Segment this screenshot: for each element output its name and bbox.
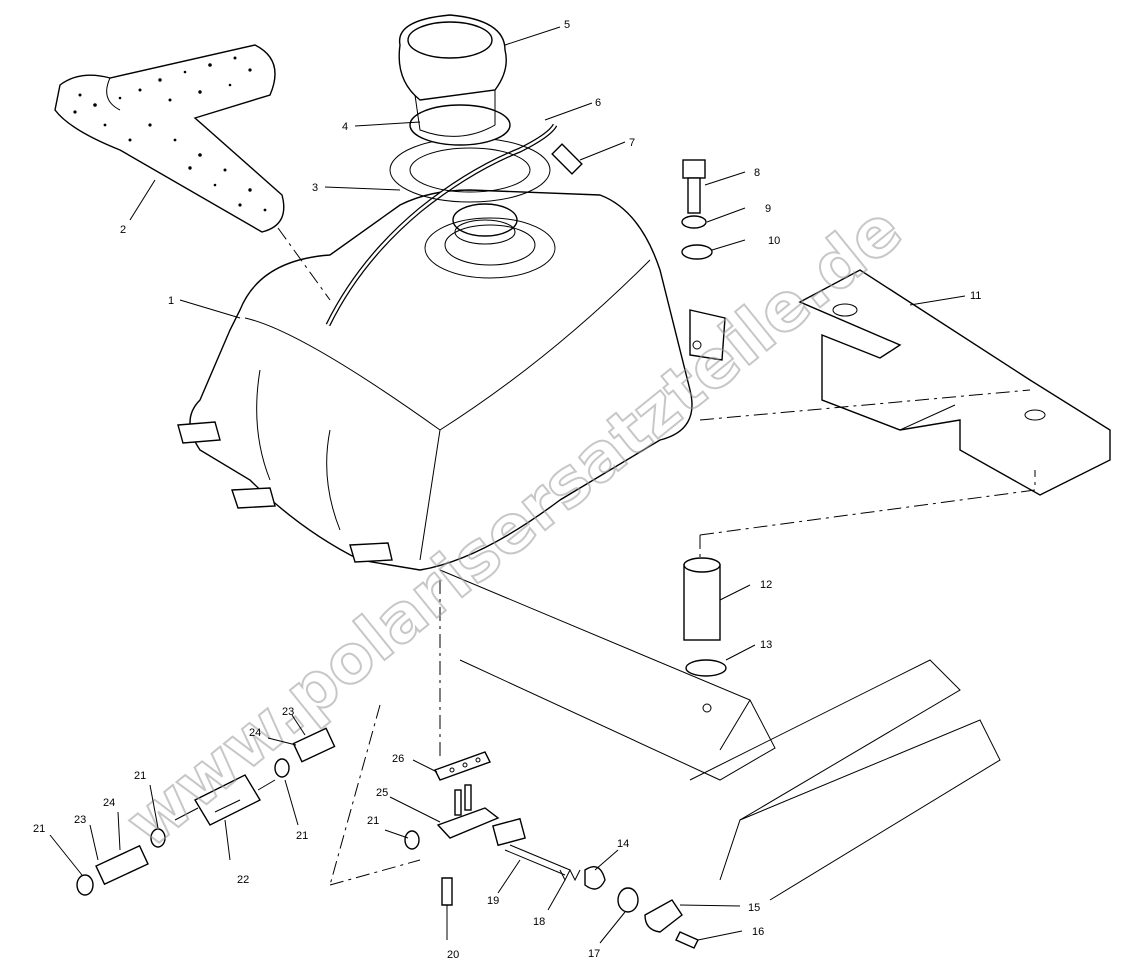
callouts: 1 2 3 4 5 6 7 8 9 10 11 12 13 14 15 16 1… bbox=[33, 19, 981, 961]
lever-screw bbox=[675, 931, 699, 949]
callout-21b: 21 bbox=[134, 770, 146, 782]
callout-24a: 24 bbox=[103, 797, 115, 809]
petcock-seal bbox=[617, 887, 639, 913]
callout-21a: 21 bbox=[33, 823, 45, 835]
petcock-body bbox=[436, 784, 500, 839]
petcock-spring bbox=[559, 868, 581, 882]
callout-21d: 21 bbox=[367, 815, 379, 827]
callout-3: 3 bbox=[312, 182, 318, 194]
callout-23a: 23 bbox=[74, 814, 86, 826]
callout-13: 13 bbox=[760, 639, 772, 651]
bolt bbox=[682, 159, 706, 214]
callout-11: 11 bbox=[970, 290, 981, 302]
callout-24b: 24 bbox=[249, 727, 261, 739]
callout-19: 19 bbox=[487, 895, 499, 907]
mounting-bracket bbox=[798, 269, 1111, 496]
callout-4: 4 bbox=[342, 121, 348, 133]
callout-7: 7 bbox=[629, 137, 635, 149]
callout-2: 2 bbox=[120, 224, 126, 236]
callout-17: 17 bbox=[588, 948, 600, 960]
callout-18: 18 bbox=[533, 916, 545, 928]
fuel-cap bbox=[398, 14, 507, 137]
callout-26: 26 bbox=[392, 753, 404, 765]
callout-8: 8 bbox=[754, 167, 760, 179]
callout-9: 9 bbox=[765, 203, 771, 215]
callout-22: 22 bbox=[237, 874, 249, 886]
hose-clamp-b bbox=[150, 828, 166, 848]
fuel-filter bbox=[174, 774, 276, 826]
callout-14: 14 bbox=[617, 838, 629, 850]
lock-washer bbox=[681, 215, 707, 229]
petcock-valve bbox=[492, 817, 571, 876]
petcock-lever bbox=[644, 899, 683, 933]
callout-10: 10 bbox=[768, 235, 780, 247]
callout-1: 1 bbox=[168, 295, 174, 307]
spacer bbox=[683, 557, 721, 641]
vent-fitting bbox=[551, 143, 583, 175]
callout-15: 15 bbox=[748, 902, 760, 914]
seat-foam-pad bbox=[54, 44, 285, 233]
callout-21c: 21 bbox=[296, 830, 308, 842]
hose-clamp-a bbox=[76, 874, 94, 896]
callout-16: 16 bbox=[752, 926, 764, 938]
callout-12: 12 bbox=[760, 579, 772, 591]
callout-23b: 23 bbox=[282, 706, 294, 718]
fuel-line-upper bbox=[292, 727, 336, 763]
callout-20: 20 bbox=[447, 949, 459, 961]
flat-washer bbox=[681, 244, 713, 260]
callout-25: 25 bbox=[376, 787, 388, 799]
fuel-line-lower bbox=[95, 844, 149, 886]
leader-lines bbox=[49, 26, 966, 944]
callout-5: 5 bbox=[564, 19, 570, 31]
callout-6: 6 bbox=[595, 97, 601, 109]
petcock-washer bbox=[584, 866, 606, 890]
hose-clamp-c bbox=[274, 758, 290, 778]
spacer-washer bbox=[685, 659, 727, 677]
hose-clamp-d bbox=[404, 830, 420, 850]
cap-ring bbox=[409, 104, 511, 146]
petcock-plate bbox=[434, 751, 491, 781]
petcock-screw bbox=[441, 877, 453, 906]
fuel-tank bbox=[177, 189, 726, 571]
frame bbox=[439, 569, 1001, 901]
